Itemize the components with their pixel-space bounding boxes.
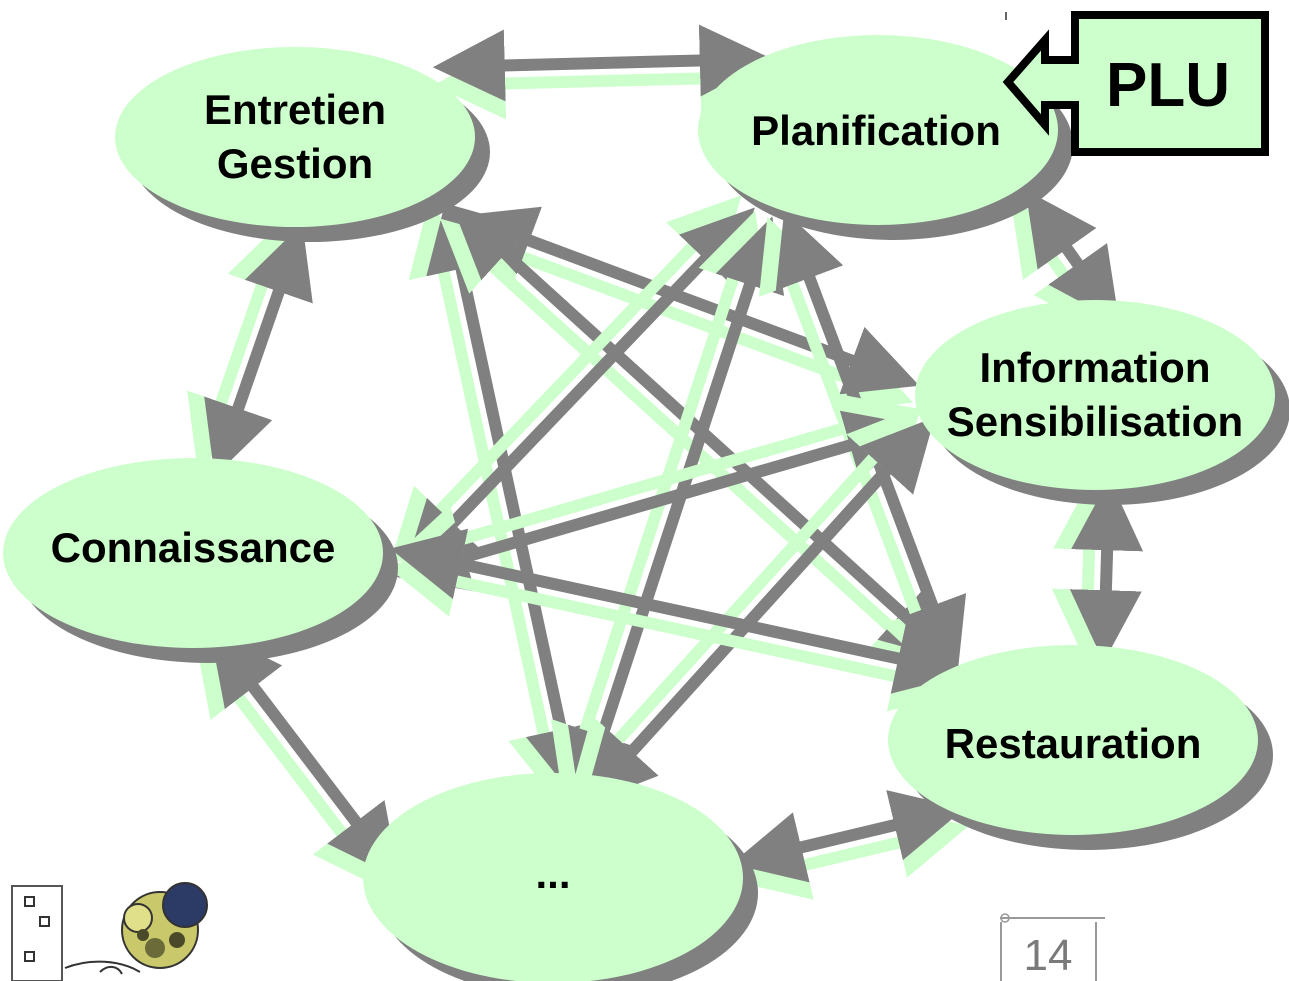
node-label-line1: Entretien (204, 86, 386, 133)
logo-hand-stroke (64, 960, 141, 973)
node-ellipse (115, 47, 475, 227)
logo-hand-detail (99, 966, 123, 975)
node-ellipse (363, 773, 743, 981)
node-label: Planification (751, 107, 1001, 154)
arrow-entretien-planification-dark (432, 24, 772, 102)
arrow-information-restauration-light (1051, 477, 1126, 662)
page-number-box: 14 (1000, 913, 1105, 981)
logo-card (11, 885, 63, 981)
arrow-planification-information-dark (1025, 190, 1120, 323)
node-connaissance: Connaissance (3, 458, 398, 663)
plu-callout: PLU (1002, 11, 1269, 156)
node-ellipse (915, 300, 1275, 490)
diagram-nodes: Entretien Gestion Planification Informat… (3, 35, 1289, 981)
page-scroll-curl (1000, 913, 1010, 923)
node-restauration: Restauration (888, 645, 1273, 850)
arrow-information-restauration-dark (1069, 478, 1144, 663)
node-ellipse (698, 35, 1058, 225)
node-label-line1: Information (980, 344, 1211, 391)
node-label-line2: Sensibilisation (947, 398, 1243, 445)
node-ellipse (888, 645, 1258, 835)
arrow-entretien-connaissance-dark (204, 223, 313, 477)
arrow-connaissance-restauration-dark (390, 528, 969, 694)
node-information-sensibilisation: Information Sensibilisation (915, 300, 1289, 505)
connection-arrows (187, 24, 1144, 900)
logo-square-2 (39, 916, 50, 927)
plu-callout-arrow-box (1002, 11, 1269, 156)
plu-label: PLU (1106, 51, 1230, 120)
node-label: Restauration (945, 720, 1202, 767)
logo-illustration (11, 882, 208, 981)
node-entretien-gestion: Entretien Gestion (115, 47, 490, 242)
arrow-autres-restauration-dark (731, 790, 965, 883)
node-label: Connaissance (51, 524, 336, 571)
logo-square-1 (24, 896, 35, 907)
arrow-connaissance-autres-light (195, 640, 386, 890)
arrow-entretien-connaissance-light (187, 217, 296, 471)
logo-tree-canopy (121, 882, 208, 969)
page-number: 14 (1024, 931, 1073, 980)
node-ellipse (3, 458, 383, 648)
node-label-line2: Gestion (217, 140, 373, 187)
node-autres: ... (363, 773, 758, 981)
arrow-connaissance-autres-dark (209, 630, 400, 880)
logo-square-3 (24, 951, 35, 962)
node-planification: Planification (698, 35, 1073, 240)
arrow-entretien-planification-light (433, 42, 773, 120)
node-label: ... (535, 850, 570, 897)
